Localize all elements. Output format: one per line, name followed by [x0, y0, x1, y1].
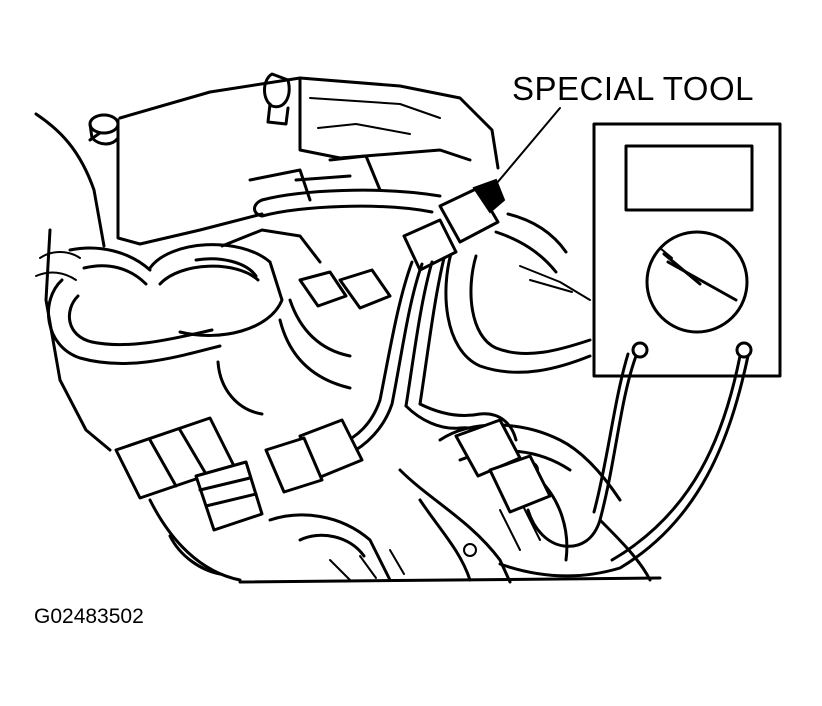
multimeter-icon — [498, 122, 782, 578]
figure-code: G02483502 — [34, 605, 144, 628]
test-harness-icon — [264, 107, 561, 514]
special-tool-label: SPECIAL TOOL — [512, 70, 754, 107]
engine-bay-illustration — [34, 72, 662, 584]
